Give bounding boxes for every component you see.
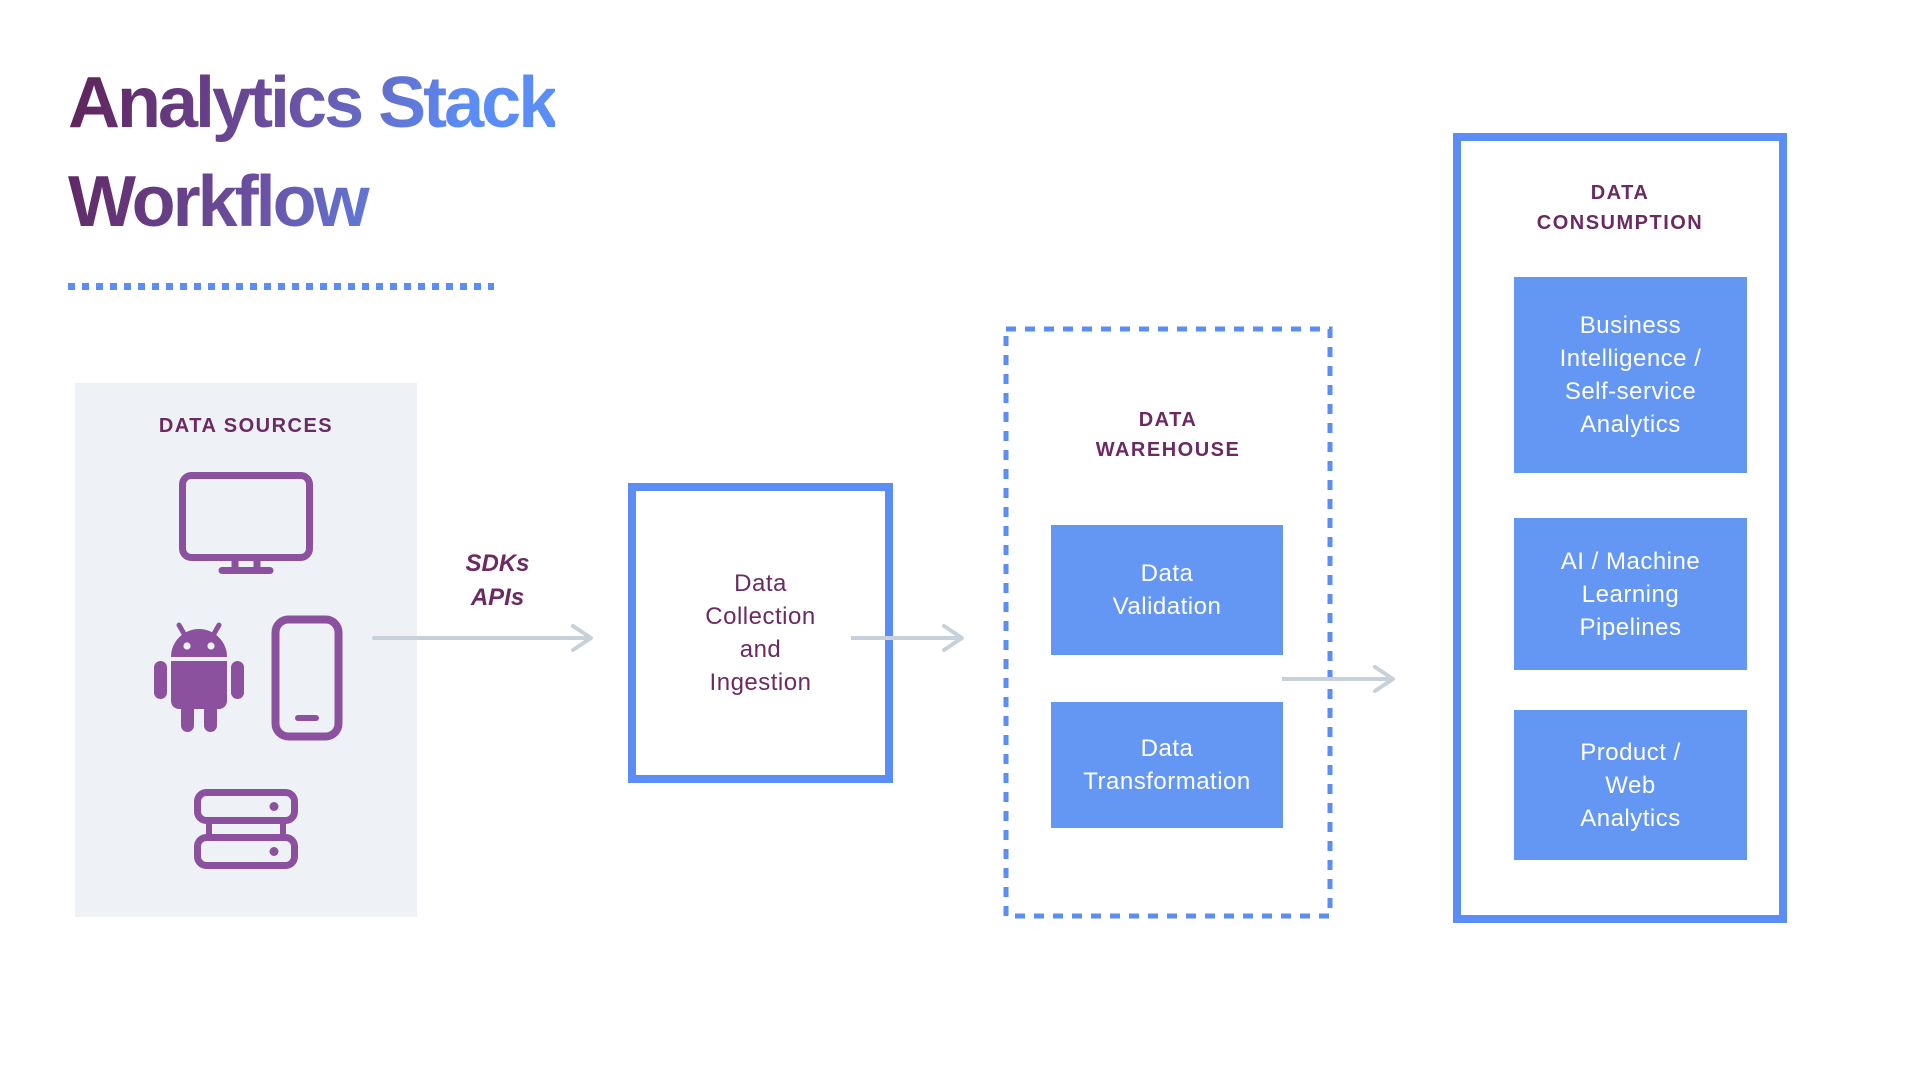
sdk-api-annotation: SDKs APIs (420, 547, 575, 615)
collection-line: Data (734, 570, 787, 597)
business-intelligence-line: Business (1579, 312, 1682, 339)
collection-line: and (739, 636, 782, 663)
device-icon-row (149, 615, 343, 741)
ai-ml-pipelines-box: AI / Machine Learning Pipelines (1514, 518, 1747, 670)
business-intelligence-box: Business Intelligence / Self-service Ana… (1514, 277, 1747, 473)
data-consumption-label: DATA CONSUMPTION (1461, 178, 1779, 238)
sdk-api-line1: SDKs (465, 550, 530, 577)
data-validation-line: Validation (1112, 593, 1222, 620)
data-sources-panel: DATA SOURCES (75, 383, 417, 917)
data-transformation-line: Data (1140, 735, 1194, 762)
business-intelligence-line: Analytics (1580, 411, 1681, 438)
data-warehouse-label-line2: WAREHOUSE (1095, 439, 1241, 461)
data-validation-box: Data Validation (1051, 525, 1283, 655)
product-web-analytics-line: Analytics (1580, 804, 1681, 832)
product-web-analytics-line: Web (1605, 771, 1656, 799)
android-icon (154, 622, 244, 732)
data-transformation-box: Data Transformation (1051, 702, 1283, 828)
data-collection-ingestion-box: Data Collection and Ingestion (628, 483, 893, 783)
ai-ml-pipelines-line: Pipelines (1579, 613, 1682, 641)
data-warehouse-label-line1: DATA (1138, 409, 1198, 431)
arrow-right-icon (372, 624, 593, 652)
ai-ml-pipelines-line: AI / Machine (1560, 547, 1701, 575)
data-consumption-panel: DATA CONSUMPTION Business Intelligence /… (1453, 133, 1787, 923)
page-title-line2: Workflow (68, 162, 367, 242)
page-title-line1: Analytics Stack (68, 63, 556, 143)
smartphone-icon (271, 615, 343, 741)
business-intelligence-line: Self-service (1564, 378, 1697, 405)
arrow-right-icon (1282, 665, 1395, 693)
data-sources-label: DATA SOURCES (158, 415, 334, 437)
ai-ml-pipelines-line: Learning (1581, 580, 1680, 608)
collection-line: Collection (705, 603, 816, 630)
dashed-border (1003, 326, 1333, 919)
data-validation-line: Data (1140, 560, 1194, 587)
collection-line: Ingestion (709, 669, 812, 696)
data-consumption-label-line1: DATA (1590, 182, 1650, 204)
data-warehouse-label: DATA WAREHOUSE (1003, 405, 1333, 465)
server-icon (194, 789, 298, 869)
data-consumption-label-line2: CONSUMPTION (1536, 212, 1704, 234)
business-intelligence-line: Intelligence / (1559, 345, 1702, 372)
arrow-right-icon (851, 624, 964, 652)
data-transformation-line: Transformation (1083, 768, 1251, 795)
product-web-analytics-line: Product / (1580, 738, 1681, 766)
sdk-api-line2: APIs (470, 584, 525, 611)
data-warehouse-panel: DATA WAREHOUSE Data Validation Data Tran… (1003, 326, 1333, 919)
title-underline (68, 283, 494, 290)
monitor-icon (179, 472, 313, 574)
product-web-analytics-box: Product / Web Analytics (1514, 710, 1747, 860)
